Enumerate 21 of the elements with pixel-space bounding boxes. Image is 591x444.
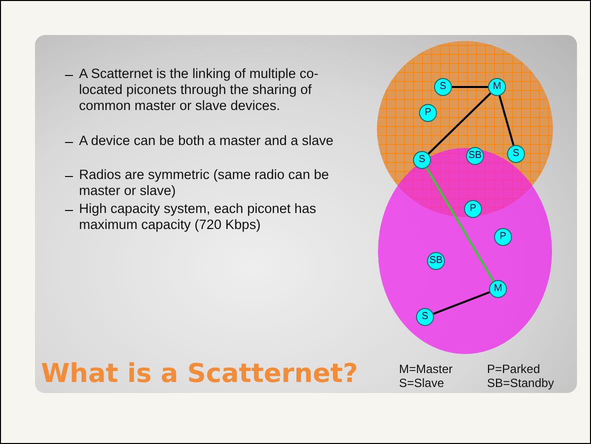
link-line [428, 92, 492, 154]
slide-title: What is a Scatternet? [41, 359, 358, 389]
device-circle: SB [427, 252, 445, 270]
legend-text: P=Parked [487, 363, 540, 376]
legend-text: SB=Standby [487, 377, 554, 390]
device-circle: S [507, 145, 525, 163]
device-circle: M [489, 280, 507, 298]
device-circle: S [416, 308, 434, 326]
device-circle: P [419, 104, 437, 122]
legend-text: S=Slave [399, 377, 444, 390]
device-circle: P [494, 228, 512, 246]
bullet-text: A device can be both a master and a slave [79, 133, 334, 149]
bullet-text: Radios are symmetric (same radio can be master or slave) [79, 167, 330, 199]
link-line [452, 86, 488, 88]
bullet-text: A Scatternet is the linking of multiple co-located piconets through the sharing of common master or slave devices. [79, 66, 320, 114]
legend-text: M=Master [399, 363, 453, 376]
link-line [433, 291, 490, 315]
device-circle: S [434, 78, 452, 96]
link-line [426, 167, 494, 282]
bullet-text: High capacity system, each piconet has maximum capacity (720 Kbps) [79, 201, 318, 233]
device-circle: M [488, 78, 506, 96]
